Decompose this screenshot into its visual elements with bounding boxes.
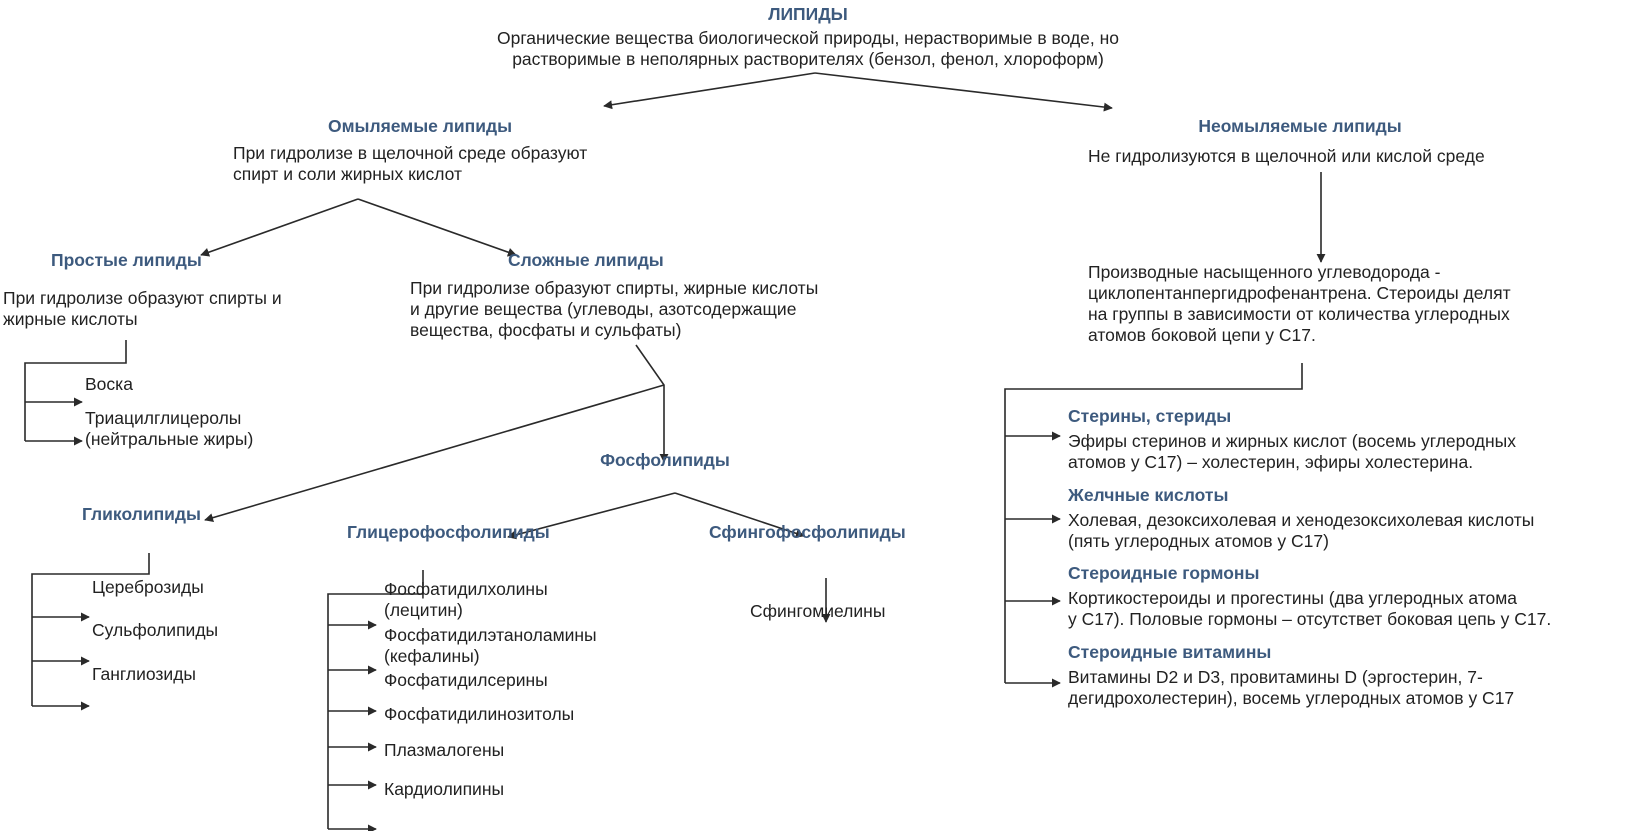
list-item-waxes: Воска [85, 374, 133, 394]
list-item-phosphatidylethanolamines-note: (кефалины) [384, 646, 480, 666]
arrow-saponifiable-to-complex [357, 198, 517, 257]
list-item-triacylglycerols: Триацилглицеролы [85, 408, 242, 428]
saponifiable-description-line-2: спирт и соли жирных кислот [233, 164, 463, 184]
steroid-hormones-description-line-2: у С17). Половые гормоны – отсутствет бок… [1068, 609, 1552, 629]
arrow-root-to-saponifiable [603, 72, 816, 110]
glycerophospholipids-title: Глицерофосфолипиды [347, 522, 550, 542]
steroids-description-line-2: циклопентанпергидрофенантрена. Стероиды … [1088, 283, 1511, 303]
steroid-vitamins-title: Стероидные витамины [1068, 642, 1272, 662]
bile-acids-description-line-2: (пять углеродных атомов у С17) [1068, 531, 1329, 551]
bile-acids-description-line-1: Холевая, дезоксихолевая и хенодезоксихол… [1068, 510, 1535, 530]
steroid-hormones-description-line-1: Кортикостероиды и прогестины (два углеро… [1068, 588, 1518, 608]
unsaponifiable-description: Не гидролизуются в щелочной или кислой с… [1088, 146, 1485, 166]
bile-acids-title: Желчные кислоты [1068, 485, 1229, 505]
arrow-phospholipids-to-glycerophospholipids [507, 492, 676, 540]
arrow-complex-to-glycolipids [204, 384, 665, 523]
complex-lipids-description-line-2: и другие вещества (углеводы, азотсодержа… [410, 299, 797, 319]
root-title: ЛИПИДЫ [768, 4, 848, 24]
sterols-description-line-1: Эфиры стеринов и жирных кислот (восемь у… [1068, 431, 1516, 451]
sterols-description-line-2: атомов у С17) – холестерин, эфиры холест… [1068, 452, 1474, 472]
saponifiable-description-line-1: При гидролизе в щелочной среде образуют [233, 143, 588, 163]
list-item-triacylglycerols-note: (нейтральные жиры) [85, 429, 254, 449]
list-item-phosphatidylethanolamines: Фосфатидилэтаноламины [384, 625, 597, 645]
connector-complex-lipids [635, 344, 669, 463]
steroids-description-line-3: на группы в зависимости от количества уг… [1088, 304, 1510, 324]
list-item-cerebrosides: Цереброзиды [92, 577, 204, 597]
bracket-steroid-groups [1004, 363, 1303, 683]
steroid-hormones-title: Стероидные гормоны [1068, 563, 1260, 583]
unsaponifiable-title: Неомыляемые липиды [1198, 116, 1402, 136]
root-description-line-2: растворимые в неполярных растворителях (… [512, 49, 1104, 69]
list-item-sphingomyelins: Сфингомиелины [750, 601, 886, 621]
arrow-saponifiable-to-simple [200, 198, 359, 257]
list-item-phosphatidylserines: Фосфатидилсерины [384, 670, 548, 690]
arrow-root-to-unsaponifiable [814, 72, 1113, 112]
steroids-description-line-1: Производные насыщенного углеводорода - [1088, 262, 1441, 282]
saponifiable-title: Омыляемые липиды [327, 116, 513, 136]
complex-lipids-description-line-1: При гидролизе образуют спирты, жирные ки… [410, 278, 819, 298]
list-item-phosphatidylinositols: Фосфатидилинозитолы [384, 704, 575, 724]
list-item-phosphatidylcholines: Фосфатидилхолины [384, 579, 548, 599]
list-item-gangliosides: Ганглиозиды [92, 664, 197, 684]
simple-lipids-description-line-2: жирные кислоты [3, 309, 138, 329]
sphingophospholipids-title: Сфингофосфолипиды [709, 522, 906, 542]
list-item-phosphatidylcholines-note: (лецитин) [384, 600, 463, 620]
complex-lipids-title: Сложные липиды [508, 250, 664, 270]
arrow-phospholipids-to-sphingophospholipids [674, 492, 805, 538]
phospholipids-title: Фосфолипиды [600, 450, 730, 470]
list-item-sulfolipids: Сульфолипиды [92, 620, 219, 640]
steroid-vitamins-description-line-2: дегидрохолестерин), восемь углеродных ат… [1068, 688, 1515, 708]
complex-lipids-description-line-3: вещества, фосфаты и сульфаты) [410, 320, 682, 340]
list-item-cardiolipins: Кардиолипины [384, 779, 505, 799]
simple-lipids-description-line-1: При гидролизе образуют спирты и [3, 288, 282, 308]
list-item-plasmalogens: Плазмалогены [384, 740, 505, 760]
steroids-description-line-4: атомов боковой цепи у С17. [1088, 325, 1316, 345]
simple-lipids-title: Простые липиды [51, 250, 202, 270]
root-description-line-1: Органические вещества биологической прир… [496, 28, 1120, 48]
bracket-glycolipids [31, 553, 150, 706]
steroid-vitamins-description-line-1: Витамины D2 и D3, провитамины D (эргосте… [1068, 667, 1483, 687]
sterols-title: Стерины, стериды [1068, 406, 1232, 426]
glycolipids-title: Гликолипиды [82, 504, 201, 524]
